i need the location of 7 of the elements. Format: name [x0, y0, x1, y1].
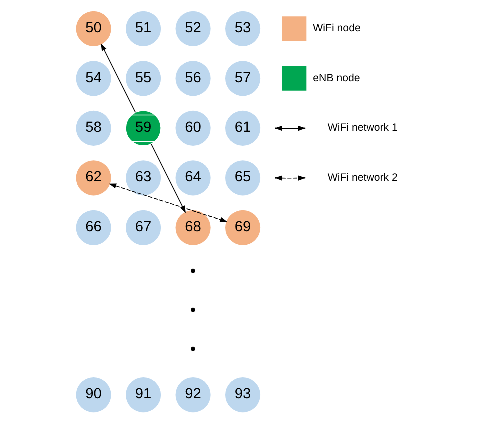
label: • [190, 340, 196, 359]
label: • [190, 262, 196, 280]
legend-label: WiFi network 1 [327, 122, 398, 134]
legend-label: eNB node [312, 72, 360, 84]
label: • [190, 302, 196, 320]
legend-label: WiFi network 2 [327, 172, 398, 184]
legend-label: WiFi node [312, 22, 360, 35]
